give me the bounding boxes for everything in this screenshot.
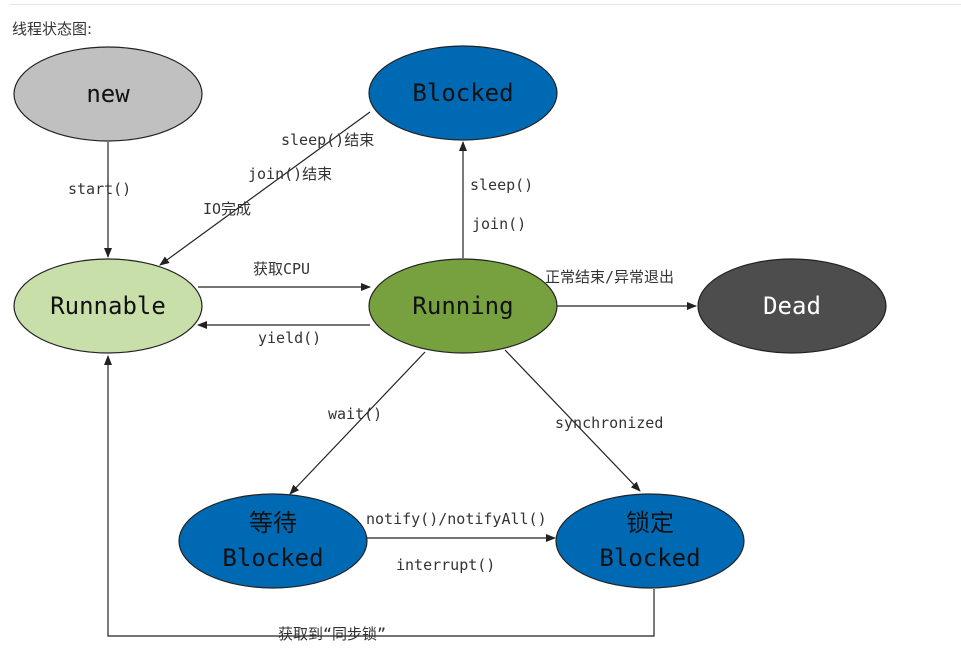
edge-label-join-end: join()结束 <box>248 165 332 183</box>
edge-label-acquire-lock: 获取到“同步锁” <box>278 625 386 643</box>
node-lock-blocked: 锁定 Blocked <box>555 493 745 589</box>
edge-running-to-lock <box>504 349 641 492</box>
node-new: new <box>13 46 203 142</box>
node-lock-blocked-line1: 锁定 <box>626 509 674 537</box>
node-dead: Dead <box>697 258 887 354</box>
edge-label-synchronized: synchronized <box>555 414 663 432</box>
edges <box>104 111 697 637</box>
edge-label-notify: notify()/notifyAll() <box>366 510 547 528</box>
node-running-label: Running <box>412 292 513 320</box>
top-divider <box>10 4 961 5</box>
page-heading: 线程状态图: <box>12 20 93 38</box>
node-wait-blocked-line1: 等待 <box>249 509 297 537</box>
node-dead-label: Dead <box>763 292 821 320</box>
edge-label-io-done: IO完成 <box>203 200 251 218</box>
node-blocked-top-label: Blocked <box>412 79 513 107</box>
node-blocked-top: Blocked <box>368 45 558 141</box>
edge-label-wait: wait() <box>328 405 382 423</box>
node-lock-blocked-line2: Blocked <box>599 544 700 572</box>
node-runnable: Runnable <box>13 258 203 354</box>
edge-label-start: start() <box>68 180 131 198</box>
node-new-label: new <box>86 80 130 108</box>
edge-lock-to-runnable <box>104 355 655 637</box>
node-wait-blocked: 等待 Blocked <box>178 493 368 589</box>
edge-label-normal-exit: 正常结束/异常退出 <box>545 268 674 286</box>
edge-blocked-to-runnable <box>159 111 371 266</box>
edge-label-yield: yield() <box>258 329 321 347</box>
edge-running-to-wait <box>289 351 426 495</box>
edge-labels: start() sleep()结束 join()结束 IO完成 获取CPU yi… <box>68 131 674 643</box>
node-runnable-label: Runnable <box>50 292 166 320</box>
edge-label-sleep: sleep() <box>470 176 533 194</box>
edge-label-sleep-end: sleep()结束 <box>281 131 374 149</box>
edge-label-get-cpu: 获取CPU <box>253 260 310 278</box>
edge-label-join: join() <box>472 215 526 233</box>
node-running: Running <box>368 258 558 354</box>
node-wait-blocked-line2: Blocked <box>222 544 323 572</box>
edge-label-interrupt: interrupt() <box>396 556 495 574</box>
